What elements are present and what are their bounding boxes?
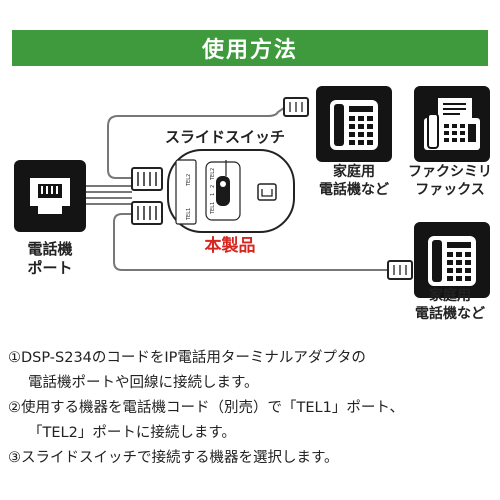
section-header: 使用方法 (12, 30, 488, 66)
fax-icon (414, 86, 490, 162)
instructions: ①DSP-S234のコードをIP電話用ターミナルアダプタの 電話機ポートや回線に… (8, 346, 496, 471)
plug-phone-top (283, 97, 309, 117)
plug-phone-bottom (387, 260, 413, 280)
svg-text:TEL1: TEL1 (186, 208, 192, 221)
svg-text:TEL2: TEL2 (186, 174, 192, 187)
fax-label: ファクシミリ ファックス (408, 164, 492, 198)
instruction-1-line-2: 電話機ポートや回線に接続します。 (28, 375, 259, 391)
svg-text:TEL2: TEL2 (210, 168, 216, 181)
svg-text:1: 1 (210, 193, 216, 196)
modular-plug-top (131, 167, 163, 191)
product-label: 本製品 (204, 236, 256, 256)
instruction-2-line-2: 「TEL2」ポートに接続します。 (28, 425, 236, 441)
device-top-label: 家庭用 電話機など (319, 164, 389, 198)
instruction-1-line-1: ①DSP-S234のコードをIP電話用ターミナルアダプタの (8, 350, 366, 366)
instruction-3-line-1: ③スライドスイッチで接続する機器を選択します。 (8, 450, 339, 466)
port-label: 電話機 ポート (27, 240, 73, 277)
slide-switch-label: スライドスイッチ (164, 128, 285, 146)
switch-text: TEL2 TEL1 TEL1 1 2 TEL2 (186, 168, 216, 221)
cables (86, 107, 388, 271)
product-body (167, 149, 295, 233)
svg-text:2: 2 (210, 185, 216, 188)
svg-text:TEL1: TEL1 (210, 202, 216, 215)
modular-plug-bottom (131, 201, 163, 225)
instruction-2-line-1: ②使用する機器を電話機コード（別売）で「TEL1」ポート、 (8, 400, 405, 416)
telephone-icon-top (316, 86, 392, 162)
device-bottom-label: 家庭用 電話機など (415, 288, 485, 322)
connection-diagram: TEL2 TEL1 TEL1 1 2 TEL2 (14, 86, 490, 298)
section-title: 使用方法 (201, 38, 298, 63)
telephone-icon-bottom (414, 222, 490, 298)
phone-port-icon (14, 160, 86, 232)
